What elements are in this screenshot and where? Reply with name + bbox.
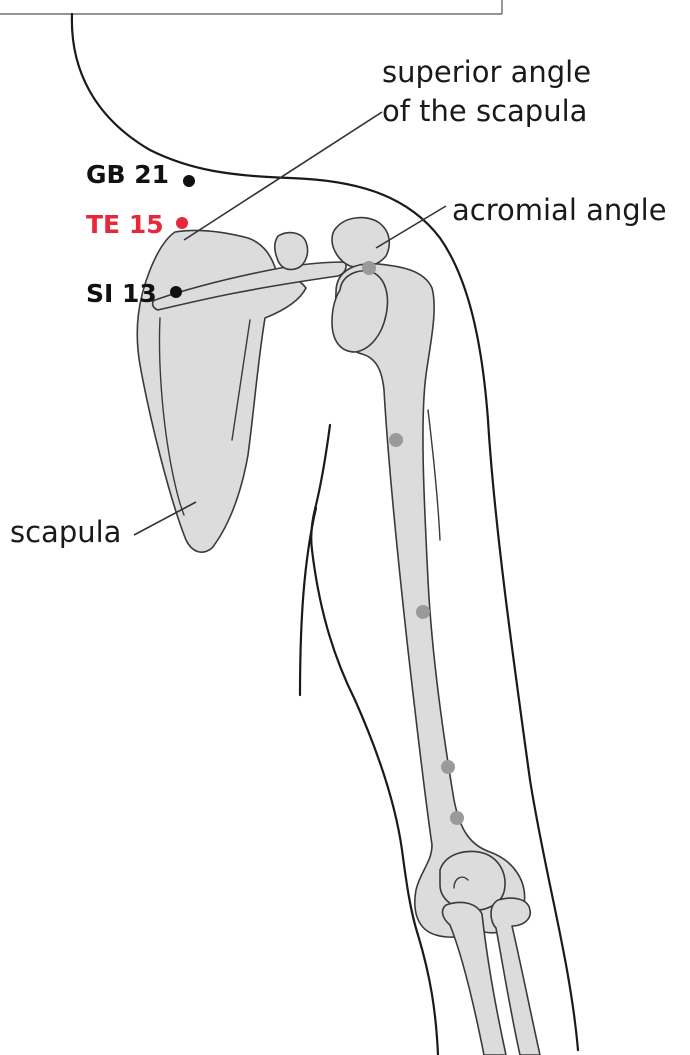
acupoint-si13-marker: [170, 286, 182, 298]
reference-dot: [450, 811, 464, 825]
reference-dot: [389, 433, 403, 447]
humerus-shaft-line: [428, 410, 440, 540]
acupoint-gb21-marker: [183, 175, 195, 187]
acromion: [332, 218, 389, 268]
acupoint-gb21-label: GB 21: [86, 160, 169, 189]
reference-dot: [441, 760, 455, 774]
coracoid-process: [275, 233, 308, 270]
superior-angle-label-line2: of the scapula: [382, 94, 587, 128]
superior-angle-label-line1: superior angle: [382, 55, 591, 89]
acupoint-si13-label: SI 13: [86, 279, 157, 308]
scapula-label: scapula: [10, 515, 121, 549]
acromial-angle-leader: [376, 206, 446, 248]
chest-contour: [300, 508, 316, 695]
acupoint-te15-marker: [176, 217, 188, 229]
reference-dot: [362, 261, 376, 275]
acupoint-te15-label: TE 15: [86, 210, 164, 239]
reference-dot: [416, 605, 430, 619]
acromial-angle-label: acromial angle: [452, 193, 667, 227]
humerus-bone: [336, 264, 525, 937]
